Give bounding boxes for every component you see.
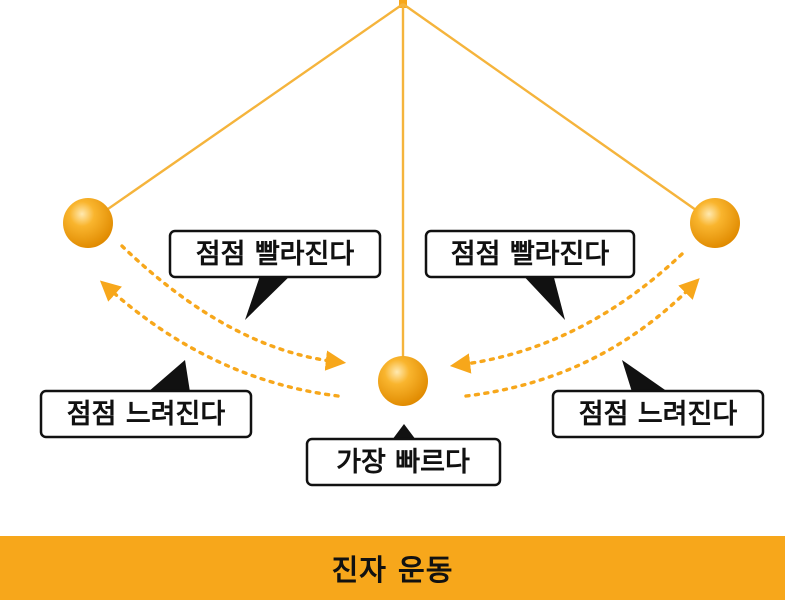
pendulum-string-right — [402, 3, 714, 223]
callout-pointer-faster-right — [518, 270, 565, 320]
motion-arrow-left-inner — [120, 244, 347, 371]
callout-label-slower-right: 점점 느려진다 — [579, 399, 738, 430]
callout-box-slower-left — [39, 389, 253, 439]
callout-label-fastest: 가장 빠르다 — [336, 447, 470, 478]
callout-box-slower-right — [551, 389, 765, 439]
callout-box-faster-right — [424, 229, 636, 279]
footer-title-bar: 진자 운동 — [0, 536, 785, 600]
callout-pointer-faster-left — [245, 270, 296, 320]
motion-arrow-right-inner — [449, 252, 684, 374]
callout-box-fastest — [305, 437, 502, 487]
callout-pointer-slower-left — [148, 360, 190, 392]
footer-title: 진자 운동 — [331, 553, 454, 587]
pendulum-illustration: 점점 빨라진다 점점 빨라진다 점점 느려진다 점점 느려진다 가장 빠르다 — [39, 0, 765, 487]
pendulum-ball-right — [690, 198, 740, 248]
callout-pointer-fastest — [392, 424, 416, 440]
pendulum-ball-center — [378, 356, 428, 406]
callout-box-faster-left — [168, 229, 382, 279]
motion-arrow-left-outer — [99, 280, 340, 398]
callout-label-slower-left: 점점 느려진다 — [67, 399, 226, 430]
callout-pointer-slower-right — [622, 360, 668, 392]
motion-arrow-right-outer — [464, 278, 700, 398]
callout-label-faster-left: 점점 빨라진다 — [196, 239, 355, 270]
pendulum-string-left — [94, 3, 404, 219]
callout-label-faster-right: 점점 빨라진다 — [451, 239, 610, 270]
pendulum-ball-left — [63, 198, 113, 248]
